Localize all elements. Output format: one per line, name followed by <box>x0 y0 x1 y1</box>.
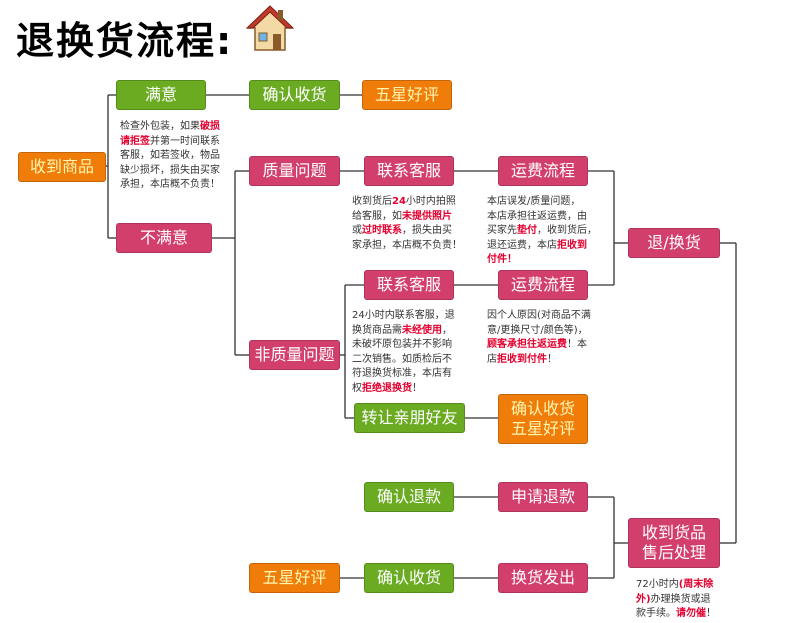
note-highlight-text: 垫付 <box>517 225 537 236</box>
note-text: 退还运费，本店 <box>487 239 557 251</box>
note-text: ！ <box>706 608 716 619</box>
non-quality-issue-box: 非质量问题 <box>249 340 340 370</box>
note-text: 本店承担往返运费，由 <box>487 210 587 222</box>
note-highlight-text: 拒收到 <box>557 239 587 251</box>
note-text: ，收到货后， <box>537 225 597 236</box>
note-highlight-text: 过时联系 <box>362 225 402 236</box>
confirm-receipt-bottom-box: 确认收货 <box>364 563 454 593</box>
after-sales-line2: 售后处理 <box>641 543 706 562</box>
note-highlight-text: 顾客承担往返运费 <box>487 339 567 350</box>
note-text: 二次销售。如质检后不 <box>352 353 452 365</box>
note-text: ！本 <box>567 339 587 350</box>
contact-cs-box-1: 联系客服 <box>364 156 454 186</box>
note-text: 换货商品需 <box>352 324 402 336</box>
note-highlight-text: 请勿催 <box>676 608 706 619</box>
note-text: ， <box>442 324 452 336</box>
note-text: 因个人原因(对商品不满 <box>487 310 591 321</box>
note-highlight-text: 请拒签 <box>120 135 150 147</box>
quality-note: 收到货后24小时内拍照给客服，如未提供照片或过时联系，损失由买家承担，本店概不负… <box>352 195 482 253</box>
note-highlight-text: (周末除 <box>678 579 714 590</box>
confirm-refund-box: 确认退款 <box>364 482 454 512</box>
note-highlight-text: 24 <box>392 196 406 207</box>
note-highlight-text: 外) <box>636 593 651 605</box>
unsatisfied-box: 不满意 <box>116 223 212 253</box>
note-text: 款手续。 <box>636 608 676 619</box>
note-text: 店 <box>487 353 497 365</box>
confirm-receipt-top-box: 确认收货 <box>249 80 340 110</box>
note-highlight-text: 未经使用 <box>402 324 442 336</box>
note-text: 24小时内联系客服，退 <box>352 310 455 321</box>
return-exchange-box: 退/换货 <box>628 228 720 258</box>
note-text: ！ <box>547 353 557 365</box>
after-sales-box: 收到货品 售后处理 <box>628 518 720 568</box>
house-icon <box>245 5 295 51</box>
note-text: 办理换货或退 <box>650 593 711 605</box>
after-sales-line1: 收到货品 <box>641 523 706 542</box>
five-star-review-bottom-box: 五星好评 <box>249 563 340 593</box>
note-text: 并第一时间联系 <box>150 135 220 147</box>
note-highlight-text: 未提供照片 <box>402 210 452 222</box>
note-text: 意/更换尺寸/颜色等)， <box>487 324 588 336</box>
note-text: 缺少损坏，损失由买家 <box>120 164 220 176</box>
confirm-and-review-line2: 五星好评 <box>510 419 575 438</box>
note-text: 检查外包装，如果 <box>120 121 200 132</box>
contact-cs-box-2: 联系客服 <box>364 270 454 300</box>
confirm-and-review-line1: 确认收货 <box>510 399 575 418</box>
note-text: 买家先 <box>487 225 517 236</box>
non-quality-note: 24小时内联系客服，退换货商品需未经使用， 未破坏原包装并不影响二次销售。如质检后… <box>352 309 482 396</box>
note-text: 或 <box>352 225 362 236</box>
five-star-review-top-box: 五星好评 <box>362 80 452 110</box>
note-text: 收到货后 <box>352 196 392 207</box>
confirm-and-review-box: 确认收货 五星好评 <box>498 394 588 444</box>
shipping-note-2: 因个人原因(对商品不满意/更换尺寸/颜色等)， 顾客承担往返运费！本店拒收到付件！ <box>487 309 612 367</box>
received-goods-box: 收到商品 <box>18 152 106 182</box>
note-text: 承担，本店概不负责！ <box>120 179 220 190</box>
quality-issue-box: 质量问题 <box>249 156 340 186</box>
note-highlight-text: 破损 <box>200 121 220 132</box>
shipping-flow-box-2: 运费流程 <box>498 270 588 300</box>
note-text: ，损失由买 <box>402 225 452 236</box>
apply-refund-box: 申请退款 <box>498 482 588 512</box>
transfer-friends-box: 转让亲朋好友 <box>354 403 465 433</box>
satisfied-box: 满意 <box>116 80 206 110</box>
note-text: ！ <box>412 382 422 394</box>
note-text: 未破坏原包装并不影响 <box>352 339 452 350</box>
shipping-flow-box-1: 运费流程 <box>498 156 588 186</box>
note-text: 72小时内 <box>636 579 679 590</box>
note-highlight-text: 付件！ <box>487 254 517 265</box>
after-sales-note: 72小时内(周末除外)办理换货或退款手续。请勿催！ <box>636 578 731 622</box>
note-text: 给客服，如 <box>352 210 402 222</box>
exchange-shipped-box: 换货发出 <box>498 563 588 593</box>
note-text: 家承担，本店概不负责！ <box>352 239 462 251</box>
note-highlight-text: 拒收到付件 <box>497 353 547 365</box>
note-text: 客服，如若签收，物品 <box>120 150 220 161</box>
note-text: 小时内拍照 <box>405 196 456 207</box>
note-text: 本店误发/质量问题， <box>487 196 581 207</box>
shipping-note-1: 本店误发/质量问题， 本店承担往返运费，由买家先垫付，收到货后， 退还运费，本店拒收… <box>487 195 612 268</box>
note-text: 符退换货标准，本店有 <box>352 368 452 379</box>
note-highlight-text: 拒绝退换货 <box>362 382 412 394</box>
satisfied-note: 检查外包装，如果破损请拒签并第一时间联系客服，如若签收，物品缺少损坏，损失由买家… <box>120 120 245 193</box>
note-text: 权 <box>352 382 362 394</box>
page-title: 退换货流程: <box>16 19 234 63</box>
